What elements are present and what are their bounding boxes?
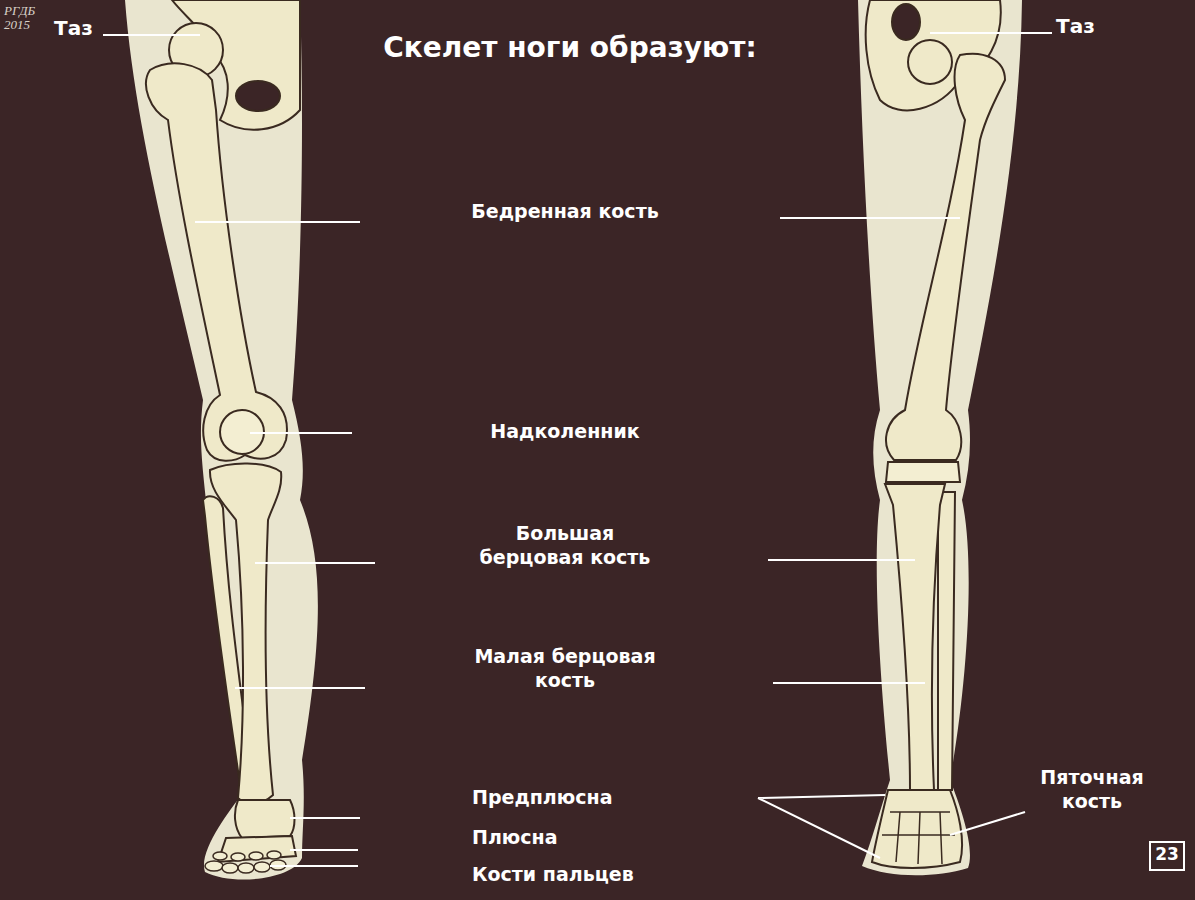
metatarsals	[218, 836, 296, 862]
part-label: Кости пальцев	[472, 863, 692, 887]
leader-line	[270, 865, 358, 867]
leader-line	[250, 432, 352, 434]
part-label: Таз	[1056, 14, 1116, 39]
femur	[146, 63, 287, 460]
part-label: Таз	[54, 16, 102, 41]
leg-silhouette	[858, 0, 1022, 875]
femur-head	[908, 40, 952, 84]
leg-silhouette	[125, 0, 318, 880]
leader-line	[235, 687, 365, 689]
slide-number-box	[1150, 842, 1184, 870]
leader-line	[773, 682, 925, 684]
foot	[872, 790, 962, 868]
part-label: Предплюсна	[472, 786, 672, 810]
leader-line	[930, 32, 1052, 34]
leader-line	[103, 34, 200, 36]
part-label: Плюсна	[472, 826, 672, 850]
femur	[886, 54, 1005, 460]
leader-line	[290, 849, 358, 851]
right-leg	[858, 0, 1022, 875]
leader-line	[758, 795, 885, 858]
part-label: Пяточная кость	[1022, 766, 1162, 814]
foot-detail	[882, 812, 955, 864]
leader-line	[768, 559, 915, 561]
tibia	[885, 484, 945, 790]
leader-line	[290, 817, 360, 819]
part-label: Надколенник	[420, 420, 710, 444]
leader-line	[255, 562, 375, 564]
left-leg	[125, 0, 318, 880]
tarsals	[235, 800, 295, 838]
title: Скелет ноги образуют:	[330, 30, 810, 65]
leader-line	[780, 217, 960, 219]
leader-line	[195, 221, 360, 223]
fibula	[938, 492, 955, 790]
part-label: Малая берцовая кость	[470, 645, 660, 693]
tibia	[210, 463, 281, 803]
leader-lines	[103, 33, 1052, 866]
knee-block	[886, 462, 960, 482]
slide-number: 23	[1150, 844, 1184, 865]
leader-line	[950, 812, 1025, 835]
watermark: РГДБ 2015	[4, 4, 48, 33]
toes	[205, 851, 286, 873]
part-label: Большая берцовая кость	[470, 522, 660, 570]
obturator	[892, 4, 920, 40]
obturator	[236, 81, 280, 111]
part-label: Бедренная кость	[420, 200, 710, 224]
